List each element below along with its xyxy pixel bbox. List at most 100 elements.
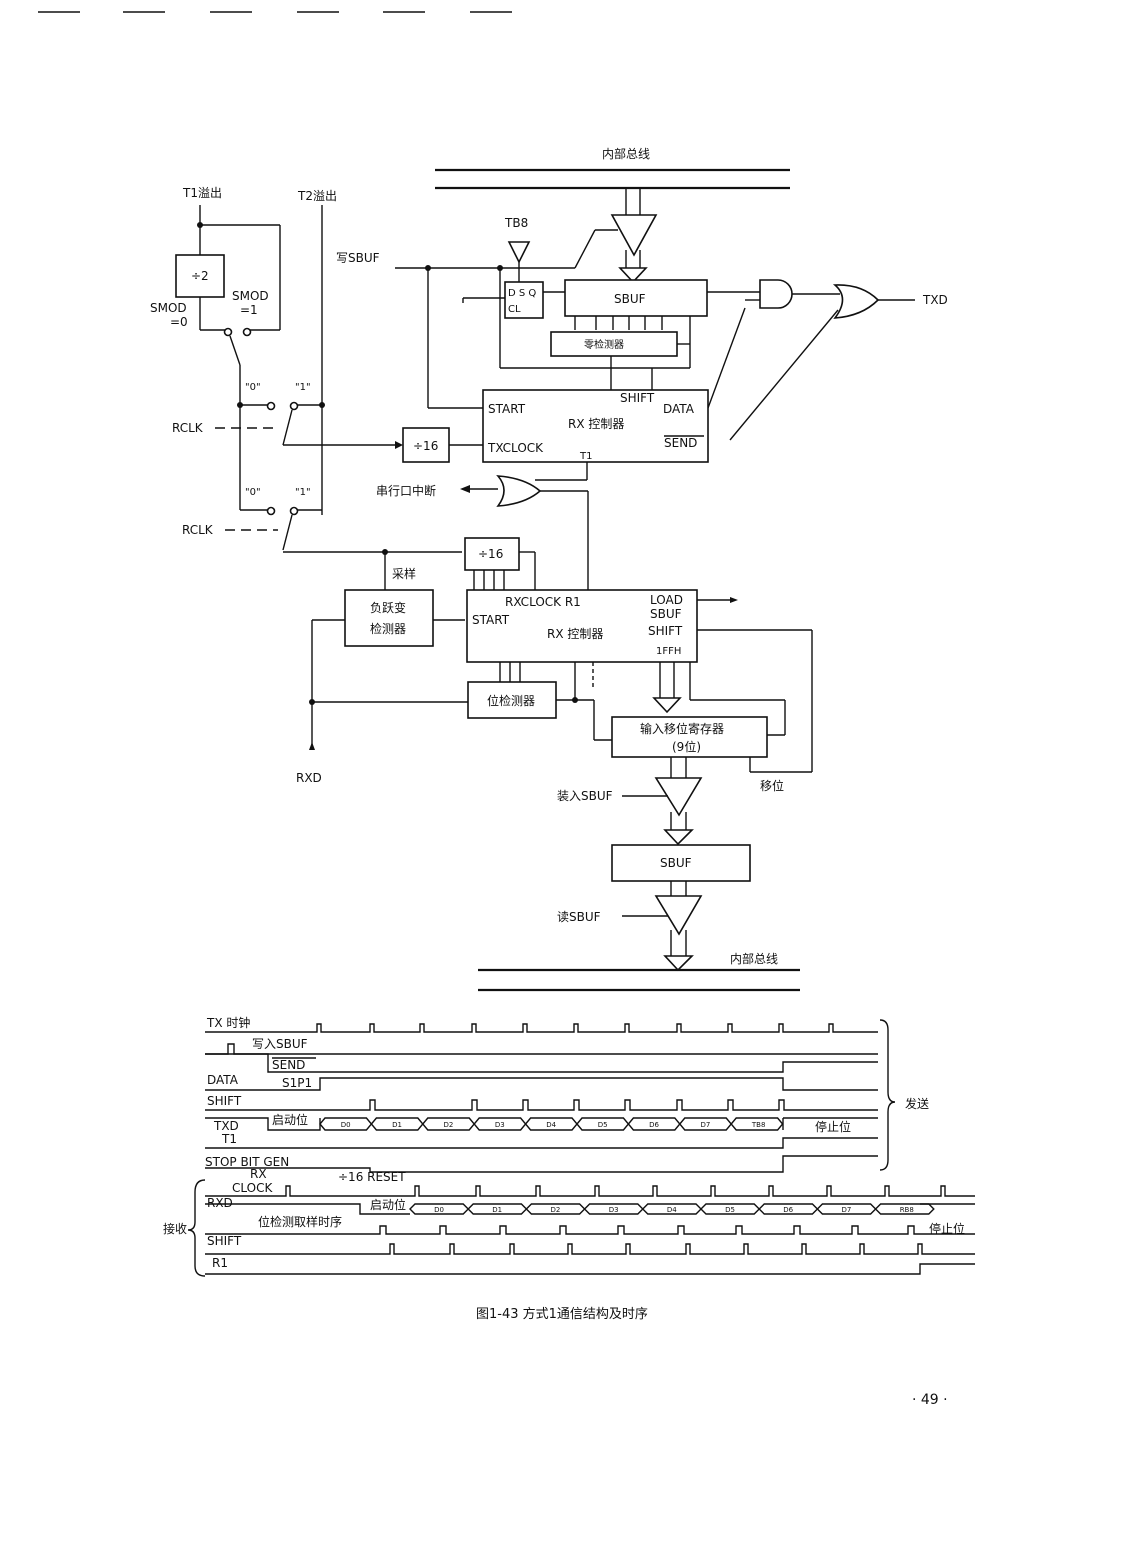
sbuf-top-label: SBUF	[614, 292, 646, 306]
t-txd: TXD	[213, 1119, 239, 1133]
input-shift-b: (9位)	[672, 739, 701, 754]
smod0-label-b: =0	[170, 315, 188, 329]
sbuf-bottom-label: SBUF	[660, 856, 692, 870]
div16-rx-label: ÷16	[478, 547, 503, 561]
txd-bit-label: D3	[495, 1121, 505, 1129]
shift-wave	[205, 1099, 878, 1111]
t-rxd: RXD	[207, 1196, 233, 1210]
neg-detector-box	[344, 589, 434, 647]
t-rx-shift: SHIFT	[207, 1234, 242, 1248]
txd-label: TXD	[922, 293, 948, 307]
div2-box	[175, 254, 225, 298]
rxd-bit-label: D5	[725, 1206, 735, 1214]
rxd-bit-label: D1	[492, 1206, 502, 1214]
txd-bit-label: D0	[341, 1121, 351, 1129]
r1-wave	[205, 1263, 975, 1275]
rx-ctrl-name: RX 控制器	[547, 627, 603, 641]
figure-caption: 图1-43 方式1通信结构及时序	[476, 1306, 648, 1322]
t-rx-start-bit: 启动位	[370, 1197, 406, 1212]
bottom-bus-label: 内部总线	[730, 951, 778, 966]
dff-label-top: D S Q	[508, 288, 536, 299]
t-clock: CLOCK	[232, 1181, 273, 1195]
div16-rx-box	[464, 537, 520, 571]
top-bus-label: 内部总线	[602, 146, 650, 161]
rxd-bit-label: D4	[667, 1206, 677, 1214]
txd-bit-label: D5	[598, 1121, 608, 1129]
rxd-bit-label: D3	[609, 1206, 619, 1214]
t-recv-group: 接收	[163, 1221, 187, 1236]
sbuf-top-box	[564, 279, 708, 317]
t-rx-stop-bit: 停止位	[929, 1221, 965, 1236]
page-number: · 49 ·	[912, 1392, 948, 1408]
sw1-label-1: "1"	[295, 382, 311, 393]
smod1-label-b: =1	[240, 303, 258, 317]
tx-clock-wave	[205, 1023, 878, 1033]
t1-overflow-label: T1溢出	[182, 186, 222, 200]
data-wave	[205, 1077, 878, 1091]
dff-label-bot: CL	[508, 304, 521, 315]
dff-box	[504, 281, 544, 319]
sw1-label-0: "0"	[245, 382, 261, 393]
t1-wave	[205, 1137, 878, 1149]
tx-ctrl-name: RX 控制器	[568, 417, 624, 431]
sample-label: 采样	[392, 566, 416, 581]
rxd-bit-cell	[874, 1203, 935, 1215]
rx-clock-wave	[205, 1185, 975, 1197]
read-buffer-triangle	[654, 895, 703, 936]
bit-sample-wave	[205, 1225, 975, 1235]
input-shift-a: 输入移位寄存器	[640, 721, 724, 736]
t-send: SEND	[272, 1058, 305, 1072]
rx-shift-wave	[205, 1243, 975, 1255]
rx-ctrl-sbuf: SBUF	[650, 607, 682, 621]
rxd-bit-label: RB8	[900, 1206, 914, 1214]
t-shift: SHIFT	[207, 1094, 242, 1108]
div16-tx-box	[402, 427, 450, 463]
recv-bracket	[187, 1179, 206, 1277]
neg-det-a: 负跃变	[370, 600, 406, 615]
t-div16-reset: ÷16 RESET	[338, 1170, 406, 1184]
tb8-label: TB8	[504, 216, 528, 230]
tx-ctrl-start: START	[488, 402, 526, 416]
sw2-label-1: "1"	[295, 487, 311, 498]
top-internal-bus: 内部总线	[435, 146, 790, 190]
t-send-group: 发送	[905, 1096, 929, 1111]
input-shift-register-box	[611, 716, 768, 758]
rx-ctrl-shift: SHIFT	[648, 624, 683, 638]
tx-ctrl-data: DATA	[663, 402, 695, 416]
write-buffer-arrow	[618, 267, 648, 284]
t-r1: R1	[212, 1256, 228, 1270]
send-wave	[205, 1053, 878, 1073]
write-buffer-triangle	[610, 214, 658, 257]
or-gate-irq	[496, 475, 542, 507]
t-rx: RX	[250, 1167, 267, 1181]
rxd-label: RXD	[296, 771, 322, 785]
t-stop-bit-gen: STOP BIT GEN	[205, 1155, 289, 1169]
serial-irq-label: 串行口中断	[376, 483, 436, 498]
write-sbuf-label: 写SBUF	[336, 251, 380, 265]
tx-ctrl-txclock: TXCLOCK	[487, 441, 544, 455]
rclk-label-2: RCLK	[182, 523, 214, 537]
bit-detector-box	[467, 681, 557, 719]
rxd-bit-label: D6	[783, 1206, 793, 1214]
tb8-triangle	[507, 241, 531, 264]
txd-bit-label: D7	[701, 1121, 711, 1129]
rxd-bit-label: D0	[434, 1206, 444, 1214]
stop-bit-gen-wave	[205, 1155, 878, 1173]
txd-bit-cell	[730, 1117, 784, 1131]
t-t1: T1	[221, 1132, 237, 1146]
smod1-label-a: SMOD	[232, 289, 269, 303]
tx-ctrl-send: SEND	[664, 436, 697, 450]
bit-detector-label: 位检测器	[487, 693, 535, 708]
rx-ctrl-rxclock: RXCLOCK R1	[505, 595, 581, 609]
txd-bit-label: TB8	[751, 1121, 766, 1129]
sw2-label-0: "0"	[245, 487, 261, 498]
t-start-bit: 启动位	[272, 1112, 308, 1127]
send-bracket	[879, 1019, 896, 1171]
rx-ctrl-start: START	[472, 613, 510, 627]
t-tx-clock: TX 时钟	[206, 1015, 250, 1030]
rxd-bit-label: D7	[842, 1206, 852, 1214]
tx-controller-box	[482, 389, 709, 463]
